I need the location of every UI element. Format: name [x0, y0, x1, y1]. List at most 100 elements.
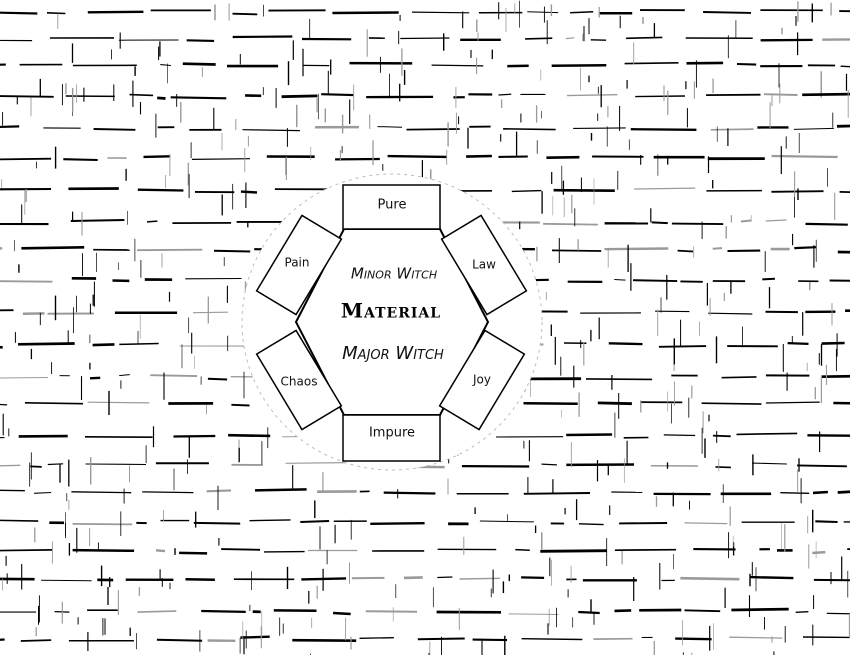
aspect-box-lower-right: Joy: [438, 329, 526, 431]
texture-stroke: [206, 489, 232, 493]
texture-stroke: [242, 129, 300, 132]
texture-stroke: [387, 154, 447, 159]
texture-stroke: [839, 10, 850, 13]
texture-stroke: [192, 311, 229, 314]
texture-stroke: [710, 128, 754, 131]
texture-stroke: [635, 95, 686, 98]
texture-stroke: [508, 613, 559, 615]
aspect-box-bottom: Impure: [342, 414, 441, 462]
texture-stroke: [20, 639, 52, 642]
texture-stroke: [680, 576, 740, 581]
texture-stroke: [18, 342, 75, 346]
texture-stroke: [821, 341, 845, 345]
texture-stroke: [651, 221, 668, 225]
texture-stroke: [137, 188, 184, 192]
texture-stroke: [437, 576, 453, 579]
texture-stroke: [614, 609, 632, 613]
texture-stroke: [765, 401, 820, 404]
texture-stroke: [21, 246, 85, 250]
texture-stroke: [525, 37, 553, 40]
texture-stroke: [507, 64, 529, 68]
texture-stroke: [805, 222, 848, 226]
texture-stroke: [701, 402, 762, 405]
texture-stroke: [566, 433, 613, 437]
texture-stroke: [837, 250, 850, 254]
aspect-box-lower-left: Chaos: [255, 329, 343, 431]
texture-stroke: [0, 376, 49, 379]
texture-stroke: [540, 549, 608, 553]
texture-stroke: [231, 403, 250, 407]
texture-stroke: [400, 37, 450, 40]
texture-stroke: [150, 374, 198, 378]
texture-stroke: [521, 638, 583, 641]
texture-stroke: [763, 93, 798, 96]
texture-stroke: [370, 522, 425, 525]
texture-stroke: [565, 37, 575, 40]
aspect-label-upper-right: Law: [472, 258, 496, 272]
texture-stroke: [585, 378, 653, 381]
texture-stroke: [170, 96, 227, 100]
texture-stroke: [793, 127, 834, 130]
texture-stroke: [794, 246, 817, 250]
texture-stroke: [186, 39, 215, 42]
texture-stroke: [34, 491, 52, 494]
texture-stroke: [119, 342, 159, 346]
aspect-box-upper-right: Law: [440, 214, 528, 316]
texture-stroke: [93, 128, 136, 131]
texture-stroke: [191, 158, 250, 160]
texture-stroke: [833, 401, 850, 405]
texture-stroke: [0, 464, 21, 467]
texture-stroke: [41, 579, 92, 582]
texture-stroke: [472, 638, 508, 642]
texture-stroke: [684, 609, 721, 613]
texture-stroke: [92, 343, 115, 347]
texture-stroke: [708, 312, 753, 315]
texture-stroke: [546, 155, 580, 160]
aspect-label-top: Pure: [378, 198, 407, 213]
texture-stroke: [771, 154, 838, 159]
texture-stroke: [0, 519, 39, 522]
texture-stroke: [521, 576, 545, 580]
texture-stroke: [837, 490, 850, 494]
texture-stroke: [87, 401, 150, 404]
aspect-label-bottom: Impure: [369, 426, 415, 441]
texture-stroke: [146, 220, 158, 223]
texture-stroke: [71, 491, 132, 494]
texture-stroke: [712, 247, 723, 250]
texture-stroke: [87, 10, 144, 14]
texture-stroke: [807, 434, 850, 437]
texture-stroke: [221, 548, 261, 551]
texture-stroke: [232, 12, 258, 16]
texture-stroke: [173, 434, 216, 438]
texture-stroke: [431, 64, 484, 67]
texture-stroke: [70, 219, 125, 222]
minor-witch-label: Minor Witch: [351, 265, 437, 283]
texture-stroke: [812, 550, 826, 555]
texture-stroke: [300, 519, 330, 524]
texture-stroke: [812, 490, 828, 495]
texture-stroke: [570, 10, 594, 14]
aspect-box-upper-left: Pain: [255, 214, 343, 316]
texture-stroke: [503, 128, 556, 131]
texture-stroke: [675, 637, 712, 641]
texture-stroke: [155, 549, 166, 553]
texture-stroke: [292, 638, 357, 642]
texture-stroke: [479, 520, 534, 523]
texture-stroke: [0, 157, 52, 161]
major-witch-label: Major Witch: [342, 343, 444, 364]
texture-stroke: [523, 492, 591, 495]
texture-stroke: [787, 342, 809, 345]
texture-stroke: [321, 93, 354, 97]
texture-stroke: [712, 434, 731, 438]
texture-stroke: [626, 36, 663, 40]
texture-stroke: [119, 374, 130, 377]
texture-stroke: [466, 154, 492, 158]
center-title: Material: [341, 299, 441, 323]
texture-stroke: [543, 222, 598, 226]
texture-stroke: [765, 219, 787, 222]
texture-stroke: [630, 128, 697, 131]
texture-stroke: [24, 401, 84, 405]
texture-stroke: [740, 219, 752, 223]
